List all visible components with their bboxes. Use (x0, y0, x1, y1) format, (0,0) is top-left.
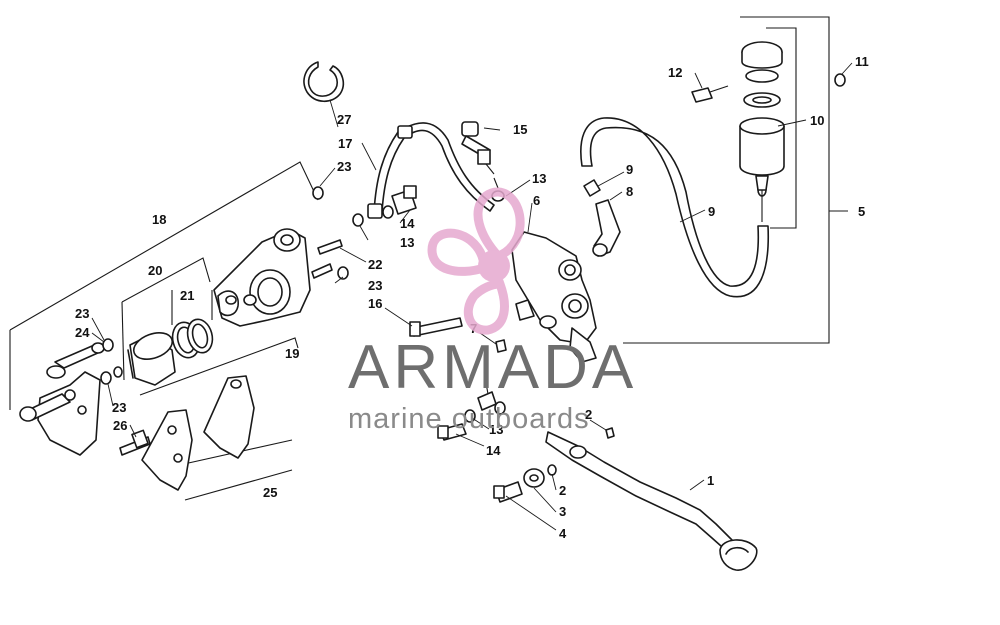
bolt-16 (409, 317, 463, 337)
circlip-27 (303, 61, 345, 103)
washer-2-upper (605, 427, 615, 439)
caliper-piston-20 (127, 332, 176, 386)
callout-9-upper: 9 (626, 162, 633, 177)
watermark-subtitle: marine outboards (348, 403, 590, 435)
propeller-blade-top (473, 187, 525, 262)
fluid-reservoir-10 (739, 41, 785, 191)
callout-23-right: 23 (368, 278, 382, 293)
callout-3: 3 (559, 504, 566, 519)
lower-banjo-13-14 (437, 371, 506, 441)
propeller-hub (478, 250, 510, 282)
callout-23-left: 23 (75, 306, 89, 321)
callout-2-lower: 2 (559, 483, 566, 498)
callout-4: 4 (559, 526, 567, 541)
brake-line-17 (352, 122, 495, 227)
propeller-blade-bottom (463, 279, 509, 335)
callout-18: 18 (152, 212, 166, 227)
leader-lines (91, 62, 853, 531)
screw-12 (691, 85, 729, 103)
fitting-7 (495, 339, 507, 353)
group-brackets (9, 16, 848, 501)
callout-26: 26 (113, 418, 127, 433)
brake-switch-15 (461, 121, 505, 202)
callout-14-upper: 14 (400, 216, 415, 231)
callout-23-top: 23 (337, 159, 351, 174)
callout-13-mid: 13 (400, 235, 414, 250)
nut-11 (834, 73, 846, 87)
callout-17: 17 (338, 136, 352, 151)
callout-numbers: 1 2 2 3 4 5 6 7 8 9 9 10 11 12 13 13 13 … (75, 54, 869, 541)
callout-20: 20 (148, 263, 162, 278)
caliper-body-19 (213, 228, 343, 327)
brake-pedal-1 (545, 431, 758, 571)
callout-11: 11 (855, 54, 869, 69)
propeller-logo (427, 187, 525, 335)
bracket-washers (100, 338, 123, 385)
callout-15: 15 (513, 122, 527, 137)
piston-seals-21 (171, 318, 214, 359)
watermark-title: ARMADA (348, 333, 637, 402)
propeller-blade-left (427, 228, 489, 276)
master-cylinder-6 (511, 231, 597, 363)
callout-16: 16 (368, 296, 382, 311)
callout-14-lower: 14 (486, 443, 501, 458)
callout-13-top: 13 (532, 171, 546, 186)
callout-1: 1 (707, 473, 714, 488)
callout-23-bottom: 23 (112, 400, 126, 415)
callout-22: 22 (368, 257, 382, 272)
callout-19: 19 (285, 346, 299, 361)
callout-21: 21 (180, 288, 194, 303)
callout-10: 10 (810, 113, 824, 128)
callout-13-bottom: 13 (489, 422, 503, 437)
callout-12: 12 (668, 65, 682, 80)
callout-9-lower: 9 (708, 204, 715, 219)
callout-24: 24 (75, 325, 90, 340)
caliper-mounting-bracket (19, 342, 105, 456)
callout-5: 5 (858, 204, 865, 219)
callout-25: 25 (263, 485, 277, 500)
washer-23-upper (312, 186, 324, 200)
callout-6: 6 (533, 193, 540, 208)
callout-27: 27 (337, 112, 351, 127)
armada-watermark: ARMADA marine outboards (348, 187, 637, 435)
callout-8: 8 (626, 184, 633, 199)
brake-pads-25 (141, 375, 255, 491)
fitting-8 (592, 199, 621, 257)
banjo-bolt-14-upper (391, 185, 417, 215)
callout-2-upper: 2 (585, 407, 592, 422)
washer-23-lower (337, 266, 349, 280)
pivot-bolt-3-4 (493, 464, 557, 503)
